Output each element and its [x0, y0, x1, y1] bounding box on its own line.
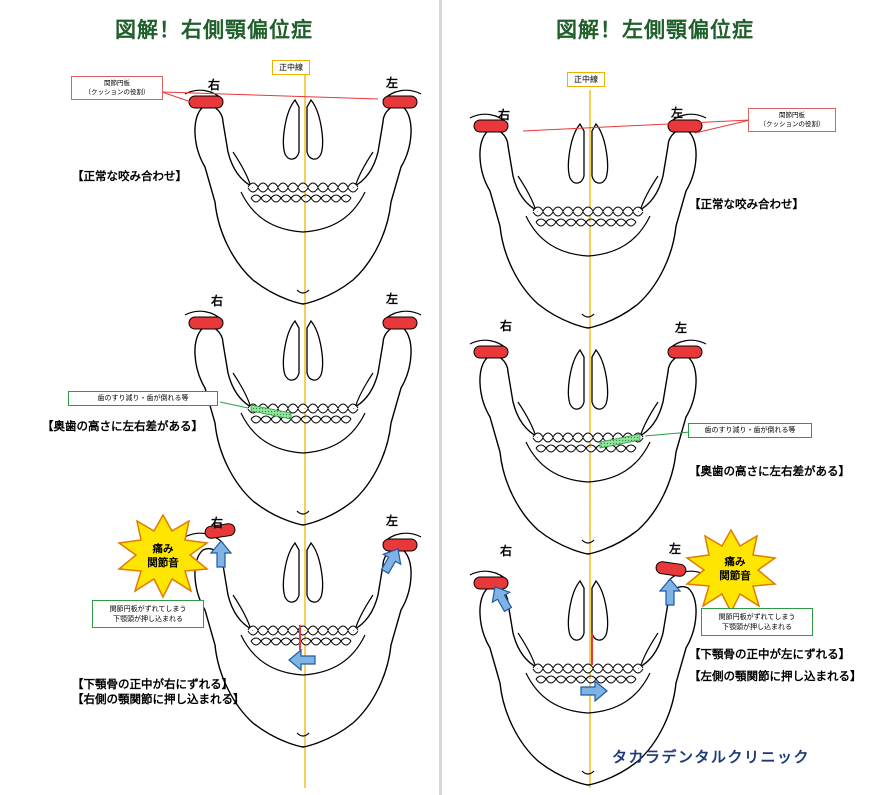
clinic-name: タカラデンタルクリニック [612, 748, 811, 766]
normal-bite-label: 【正常な咬み合わせ】 [72, 169, 187, 183]
midline-shift-label: 【下顎骨の正中が右にずれる】 [72, 677, 234, 691]
side-right-label: 右 [500, 544, 513, 558]
disc-shift-label: 関節円板がずれてしまう [718, 613, 796, 621]
side-left-label: 左 [671, 106, 684, 120]
midline-label: 正中線 [567, 72, 605, 87]
skull-diagrams [118, 72, 422, 788]
joint-sound-label: 関節音 [719, 569, 751, 582]
midline-label: 正中線 [272, 60, 310, 75]
disc-role-label: （クッションの役割） [759, 120, 825, 128]
molar-height-label: 【奥歯の高さに左右差がある】 [689, 464, 850, 478]
molar-height-label: 【奥歯の高さに左右差がある】 [42, 419, 203, 433]
side-left-label: 左 [386, 76, 399, 90]
disc-label: 関節円板 [779, 111, 805, 119]
side-right-label: 右 [208, 78, 221, 92]
skull-diagrams: 痛み 関節音 [469, 90, 776, 788]
side-right-label: 右 [498, 108, 511, 122]
pain-label: 痛み [724, 555, 746, 568]
side-right-label: 右 [500, 319, 513, 333]
side-left-label: 左 [675, 321, 688, 335]
right-deviation-panel: 図解！右側顎偏位症 [0, 0, 442, 795]
normal-bite-label: 【正常な咬み合わせ】 [689, 197, 804, 211]
disc-label: 関節円板 [104, 79, 130, 87]
joint-push-label: 【左側の顎関節に押し込まれる】 [689, 669, 862, 683]
side-left-label: 左 [386, 514, 399, 528]
pain-burst [118, 514, 208, 598]
condyle-pushed-label: 下顎頭が押し込まれる [722, 623, 792, 631]
disc-label-box: 関節円板 （クッションの役割） [748, 108, 836, 132]
side-left-label: 左 [669, 542, 682, 556]
midline-shift-label: 【下顎骨の正中が左にずれる】 [689, 647, 851, 661]
tooth-wear-label: 歯のすり減り・歯が倒れる等 [68, 391, 218, 406]
side-right-label: 右 [211, 516, 224, 530]
disc-role-label: （クッションの役割） [84, 88, 150, 96]
side-right-label: 右 [211, 294, 224, 308]
panel-title: 図解！左側顎偏位症 [556, 18, 754, 42]
disc-label-box: 関節円板 （クッションの役割） [71, 76, 163, 100]
joint-push-label: 【右側の顎関節に押し込まれる】 [72, 692, 245, 706]
disc-shift-label: 関節円板がずれてしまう [109, 605, 187, 613]
disc-shift-box: 関節円板がずれてしまう 下顎頭が押し込まれる [701, 608, 813, 636]
side-left-label: 左 [386, 292, 399, 306]
disc-shift-box: 関節円板がずれてしまう 下顎頭が押し込まれる [92, 600, 204, 628]
tooth-wear-label: 歯のすり減り・歯が倒れる等 [688, 423, 812, 438]
condyle-pushed-label: 下顎頭が押し込まれる [113, 615, 183, 623]
panel-title: 図解！右側顎偏位症 [115, 18, 313, 42]
left-deviation-panel: 図解！左側顎偏位症 痛み 関節音 正中線 右 左 関節円板 [445, 0, 885, 795]
